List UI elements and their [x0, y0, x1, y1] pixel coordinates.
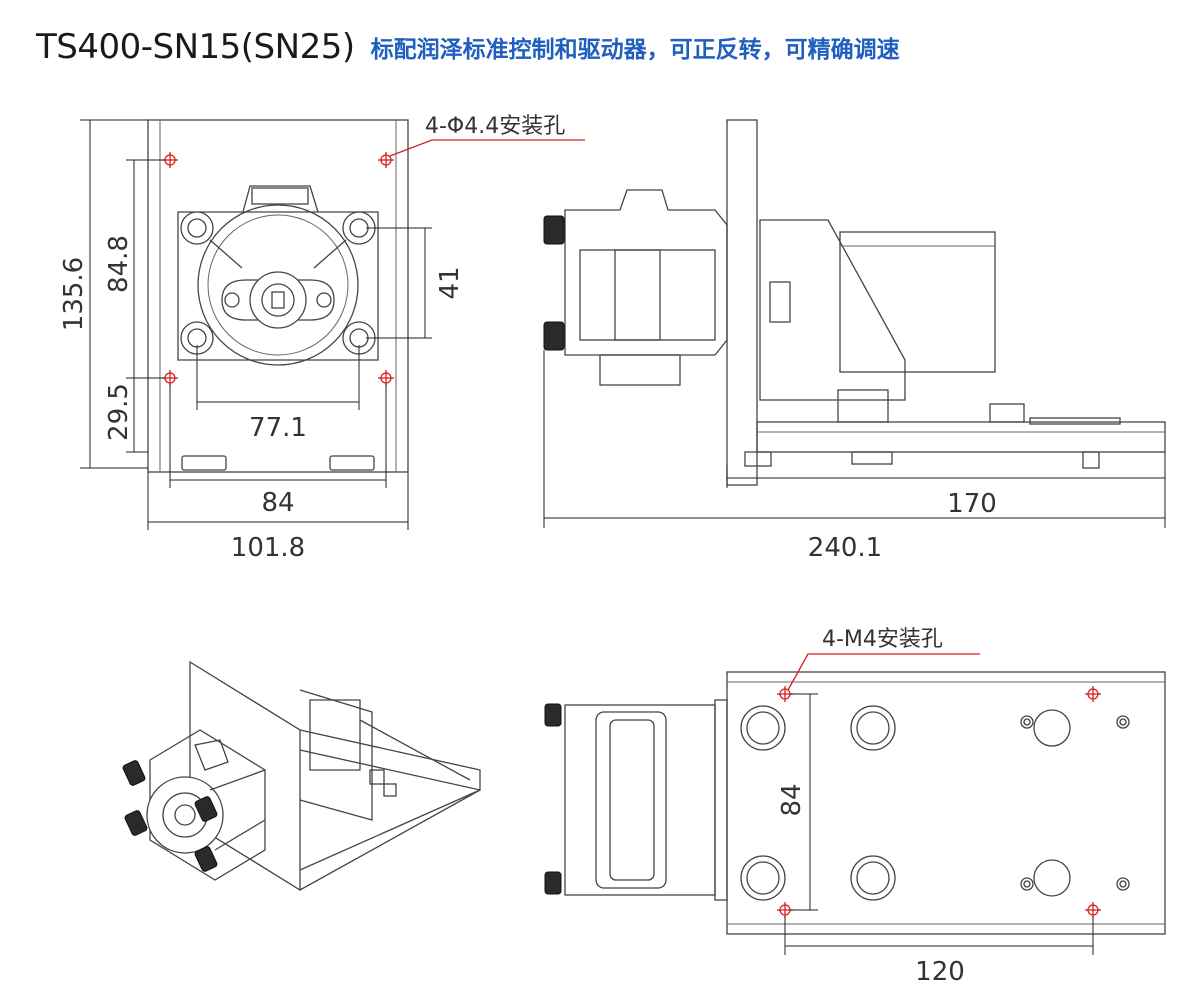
dim-total-width: 101.8 [231, 533, 305, 563]
dim-total-length: 240.1 [808, 533, 882, 563]
dim-base-length: 170 [947, 489, 997, 519]
dim-hole-bottom: 29.5 [104, 383, 134, 441]
front-hole-callout: 4-Φ4.4安装孔 [425, 114, 565, 139]
bottom-view: 4-M4安装孔 84 120 [544, 627, 1166, 987]
front-view: 4-Φ4.4安装孔 135.6 84.8 29.5 41 77.1 84 [59, 114, 585, 563]
header: TS400-SN15(SN25) 标配润泽标准控制和驱动器，可正反转，可精确调速 [36, 22, 900, 72]
bottom-fittings [544, 703, 562, 895]
bottom-mount-holes [777, 686, 1101, 918]
head-bolts [180, 211, 376, 355]
side-fittings [543, 215, 565, 351]
dim-total-height: 135.6 [59, 257, 89, 331]
dim-head-bolt-horizontal: 77.1 [249, 413, 307, 443]
dim-head-bolt-vertical: 41 [435, 266, 465, 299]
side-view: 170 240.1 [543, 119, 1166, 563]
dim-hole-horizontal: 84 [261, 488, 294, 518]
front-mount-holes [162, 152, 394, 386]
isometric-view [122, 660, 481, 892]
model-title: TS400-SN15(SN25) [36, 27, 355, 67]
dim-bottom-hole-vertical: 84 [777, 783, 807, 816]
dim-bottom-hole-horizontal: 120 [915, 957, 965, 987]
iso-fittings [122, 760, 218, 872]
model-description: 标配润泽标准控制和驱动器，可正反转，可精确调速 [370, 37, 900, 63]
dim-hole-vertical: 84.8 [104, 235, 134, 293]
bottom-hole-callout: 4-M4安装孔 [822, 627, 943, 652]
